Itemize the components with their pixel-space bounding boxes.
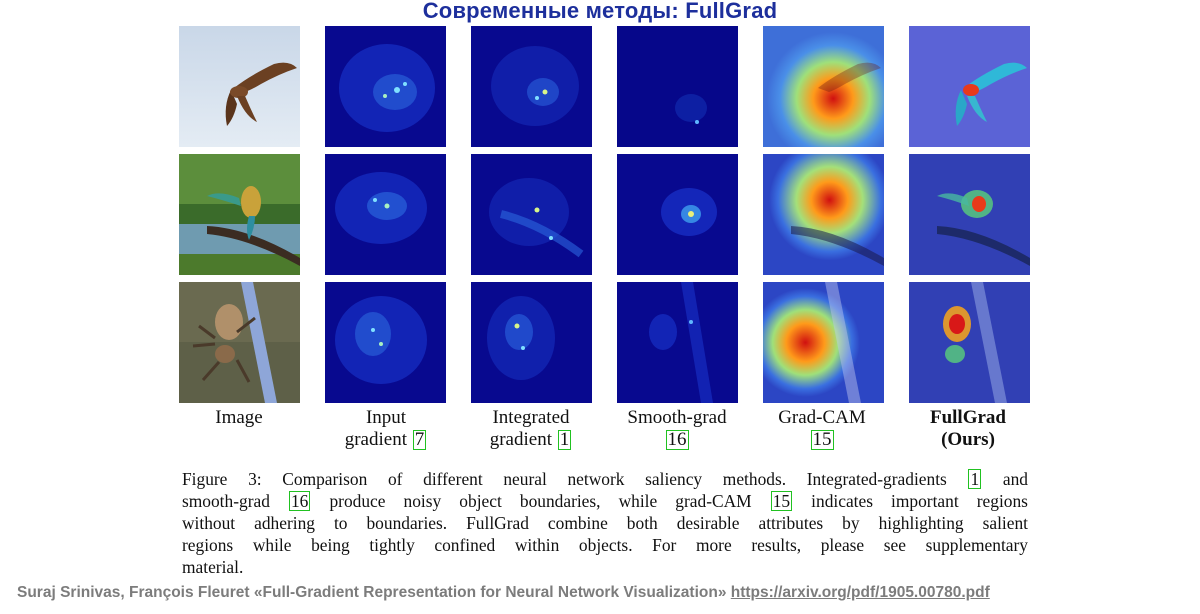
figure-caption: Figure 3: Comparison of different neural… xyxy=(182,468,1028,578)
ref-link[interactable]: 1 xyxy=(968,469,982,489)
ref-link[interactable]: 1 xyxy=(557,429,572,450)
integrated-gradient-kite xyxy=(471,26,592,147)
col-label-input-gradient: Input gradient 7 xyxy=(344,407,427,450)
col-label-fullgrad: FullGrad (Ours) xyxy=(929,407,1006,450)
caption-line: regions while being tightly confined wit… xyxy=(182,535,1028,555)
col-label-integrated-gradient: Integrated gradient 1 xyxy=(489,407,572,450)
input-gradient-bee-eater xyxy=(325,154,446,275)
fullgrad-bee-eater xyxy=(909,154,1030,275)
image-spider xyxy=(179,282,300,403)
image-bee-eater xyxy=(179,154,300,275)
caption-line: smooth-grad 16 produce noisy object boun… xyxy=(182,491,1028,511)
credits-text: Suraj Srinivas, François Fleuret «Full-G… xyxy=(17,584,727,601)
ref-link[interactable]: 16 xyxy=(665,429,689,450)
col-label-smooth-grad: Smooth-grad 16 xyxy=(627,407,727,450)
col-label-image: Image xyxy=(215,407,263,428)
caption-line: without adhering to boundaries. FullGrad… xyxy=(182,513,1028,533)
input-gradient-spider xyxy=(325,282,446,403)
ref-link[interactable]: 15 xyxy=(770,491,793,511)
integrated-gradient-spider xyxy=(471,282,592,403)
grad-cam-bee-eater xyxy=(763,154,884,275)
arxiv-link[interactable]: https://arxiv.org/pdf/1905.00780.pdf xyxy=(730,584,990,601)
integrated-gradient-bee-eater xyxy=(471,154,592,275)
ref-link[interactable]: 7 xyxy=(412,429,427,450)
grad-cam-kite xyxy=(763,26,884,147)
ref-link[interactable]: 15 xyxy=(810,429,834,450)
fullgrad-spider xyxy=(909,282,1030,403)
smooth-grad-spider xyxy=(617,282,738,403)
slide-title: Современные методы: FullGrad xyxy=(422,0,778,23)
source-credits: Suraj Srinivas, François Fleuret «Full-G… xyxy=(17,584,990,602)
grad-cam-spider xyxy=(763,282,884,403)
caption-line: Figure 3: Comparison of different neural… xyxy=(182,469,1028,489)
caption-line: material. xyxy=(182,557,244,577)
image-kite xyxy=(179,26,300,147)
input-gradient-kite xyxy=(325,26,446,147)
ref-link[interactable]: 16 xyxy=(288,491,311,511)
smooth-grad-bee-eater xyxy=(617,154,738,275)
fullgrad-kite xyxy=(909,26,1030,147)
smooth-grad-kite xyxy=(617,26,738,147)
col-label-grad-cam: Grad-CAM 15 xyxy=(778,407,866,450)
